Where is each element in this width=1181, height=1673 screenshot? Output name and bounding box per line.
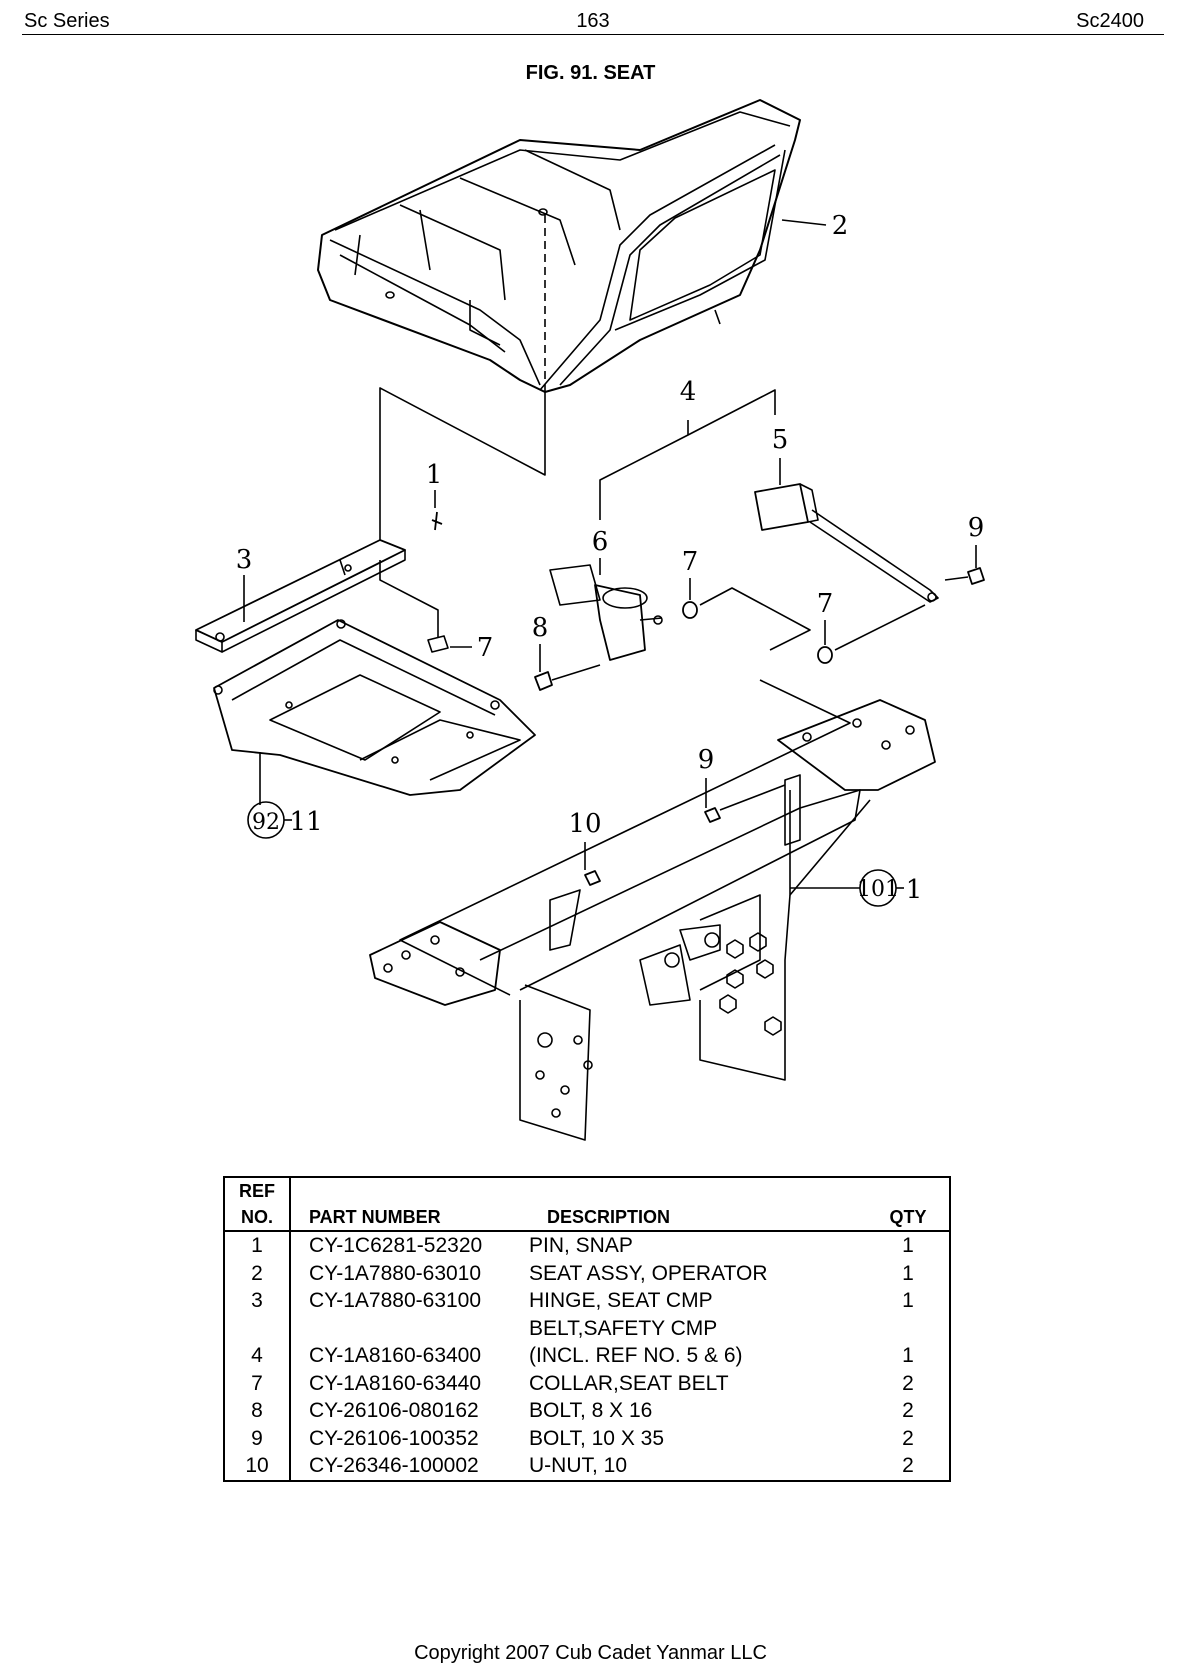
ref-header-line1: REF <box>224 1177 291 1204</box>
callout-8: 7 <box>477 633 494 663</box>
ref-cell: 10 <box>224 1452 291 1481</box>
description-cell: BELT,SAFETY CMP <box>529 1316 718 1340</box>
page-number: 163 <box>576 10 610 32</box>
qty-cell: 2 <box>902 1454 914 1477</box>
ref-cell: 7 <box>224 1369 291 1397</box>
description-cell: (INCL. REF NO. 5 & 6) <box>529 1344 743 1367</box>
page-header: Sc Series 163 Sc2400 <box>22 6 1164 35</box>
series-name: Sc Series <box>24 10 110 32</box>
ref-cell: 9 <box>224 1424 291 1452</box>
table-row: 7 CY-1A8160-63440 COLLAR,SEAT BELT 2 <box>224 1369 950 1397</box>
seat-assembly-drawing <box>317 99 801 393</box>
callout-4: 4 <box>680 377 697 407</box>
description-cell: SEAT ASSY, OPERATOR <box>529 1261 768 1285</box>
ref-cell: 3 <box>224 1287 291 1315</box>
description-cell: COLLAR,SEAT BELT <box>529 1371 729 1395</box>
callout-7-left: 7 <box>682 547 699 577</box>
callout-9-left: 8 <box>532 613 549 643</box>
callout-7-right: 7 <box>817 589 834 619</box>
table-row: 2 CY-1A7880-63010 SEAT ASSY, OPERATOR 1 <box>224 1259 950 1287</box>
ref-header-line2: NO. <box>224 1204 291 1232</box>
callout-11: 11 <box>289 807 322 837</box>
qty-cell: 1 <box>902 1234 914 1257</box>
callout-2: 2 <box>832 211 849 241</box>
callout-10-lower: 10 <box>568 809 601 839</box>
callout-ref-fig-101: 101 <box>857 877 899 902</box>
part-number-cell: CY-26106-100352 <box>309 1426 479 1450</box>
description-cell: BOLT, 10 X 35 <box>529 1426 665 1450</box>
qty-cell <box>867 1315 950 1343</box>
qty-cell: 2 <box>902 1426 914 1450</box>
qty-cell: 1 <box>902 1344 914 1367</box>
table-row: 8 CY-26106-080162 BOLT, 8 X 16 2 <box>224 1397 950 1425</box>
bolt-8-drawing <box>427 625 449 653</box>
part-number-cell <box>290 1315 529 1343</box>
table-row: 4 CY-1A8160-63400 (INCL. REF NO. 5 & 6) … <box>224 1342 950 1370</box>
table-row: 10 CY-26346-100002 U-NUT, 10 2 <box>224 1452 950 1481</box>
callout-10-upper: 9 <box>698 745 715 775</box>
ref-cell: 4 <box>224 1342 291 1370</box>
belt-buckle-drawing <box>754 483 939 603</box>
copyright-footer: Copyright 2007 Cub Cadet Yanmar LLC <box>414 1642 767 1664</box>
qty-cell: 2 <box>902 1371 914 1395</box>
description-cell: HINGE, SEAT CMP <box>529 1289 713 1312</box>
callout-5: 5 <box>772 425 789 455</box>
part-number-cell: CY-1C6281-52320 <box>309 1234 483 1257</box>
table-row: 3 CY-1A7880-63100 HINGE, SEAT CMP 1 <box>224 1287 950 1315</box>
exploded-parts-diagram: 2 3 1 7 <box>0 90 1181 1160</box>
callout-6: 6 <box>592 527 609 557</box>
qty-cell: 2 <box>902 1399 914 1422</box>
callout-101-1: 1 <box>906 875 923 905</box>
description-header: DESCRIPTION <box>529 1204 867 1232</box>
callout-9-right: 9 <box>968 513 985 543</box>
parts-table: REF NO. PART NUMBER DESCRIPTION QTY 1 CY… <box>223 1176 951 1482</box>
part-number-cell: CY-1A8160-63400 <box>309 1344 482 1367</box>
seat-pan-drawing <box>213 619 536 796</box>
part-number-header: PART NUMBER <box>290 1204 529 1232</box>
belt-retractor-drawing <box>549 564 663 661</box>
figure-title: FIG. 91. SEAT <box>525 62 656 84</box>
ref-cell: 8 <box>224 1397 291 1425</box>
part-number-cell: CY-26106-080162 <box>309 1399 479 1422</box>
callout-1: 1 <box>426 460 443 490</box>
table-row: BELT,SAFETY CMP <box>224 1314 950 1343</box>
part-number-cell: CY-26346-100002 <box>309 1454 479 1477</box>
part-number-cell: CY-1A8160-63440 <box>309 1371 482 1395</box>
main-frame-drawing <box>369 699 936 1141</box>
qty-header: QTY <box>867 1204 950 1232</box>
model-name: Sc2400 <box>1076 10 1144 32</box>
callout-3: 3 <box>236 545 253 575</box>
description-cell: PIN, SNAP <box>529 1234 633 1257</box>
ref-cell <box>224 1314 291 1342</box>
table-row: 1 CY-1C6281-52320 PIN, SNAP 1 <box>224 1231 950 1260</box>
ref-cell: 1 <box>224 1231 291 1260</box>
seat-hinge-drawing <box>195 539 406 653</box>
callout-ref-fig-92: 92 <box>252 810 280 835</box>
table-row: 9 CY-26106-100352 BOLT, 10 X 35 2 <box>224 1424 950 1452</box>
part-number-cell: CY-1A7880-63100 <box>309 1289 482 1312</box>
qty-cell: 1 <box>902 1261 914 1285</box>
description-cell: U-NUT, 10 <box>529 1454 628 1477</box>
qty-cell: 1 <box>902 1289 914 1312</box>
ref-cell: 2 <box>224 1259 291 1287</box>
description-cell: BOLT, 8 X 16 <box>529 1399 653 1422</box>
part-number-cell: CY-1A7880-63010 <box>309 1261 482 1285</box>
